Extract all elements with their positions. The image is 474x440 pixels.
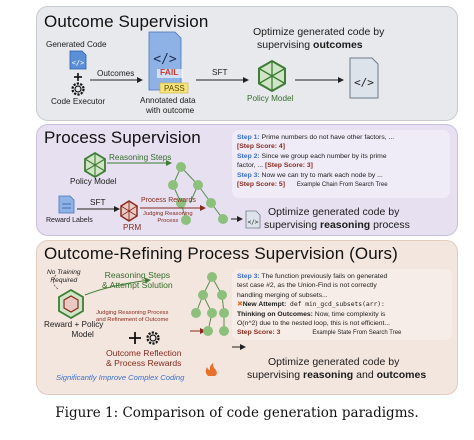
orps-example-box: Step 3: The function previously fails on… — [232, 269, 452, 340]
process-desc-line2: supervising reasoning process — [264, 219, 410, 231]
outcome-title: Outcome Supervision — [44, 12, 209, 31]
gear-icon — [71, 82, 85, 96]
reward-policy-model-icon — [58, 288, 84, 320]
figure-caption: Figure 1: Comparison of code generation … — [55, 405, 419, 421]
annotated-data-label: Annotated data — [140, 96, 196, 105]
code-executor-label: Code Executor — [51, 97, 106, 106]
process-policy-model-label: Policy Model — [70, 177, 117, 186]
policy-model-label: Policy Model — [247, 94, 294, 103]
plus-icon — [74, 73, 82, 81]
outcome-supervision-panel — [36, 6, 458, 121]
prm-icon — [120, 200, 138, 222]
fail-label: FAIL — [160, 67, 179, 77]
outcomes-label: Outcomes — [97, 69, 135, 78]
reward-labels-label: Reward Labels — [46, 217, 93, 224]
sft-label: SFT — [212, 68, 228, 77]
orps-gear-icon — [146, 331, 160, 345]
process-example-box: Step 1: Prime numbers do not have other … — [232, 130, 450, 198]
policy-model-icon — [258, 59, 286, 93]
process-policy-model-icon — [84, 151, 106, 179]
process-output-code-icon: </> — [245, 210, 261, 229]
orps-search-tree — [195, 276, 225, 332]
code-file-icon: </> — [69, 50, 87, 70]
reasoning-steps-label: Reasoning Steps — [109, 153, 172, 162]
generated-code-label: Generated Code — [46, 40, 107, 49]
improve-label: Significantly Improve Complex Coding — [56, 373, 185, 382]
output-code-file-icon: </> — [349, 57, 379, 99]
svg-text:</>: </> — [72, 59, 85, 67]
orps-steps-arrow — [84, 277, 151, 296]
fire-icon — [205, 363, 217, 376]
orps-plus-icon — [129, 332, 141, 344]
svg-text:</>: </> — [153, 52, 177, 67]
orps-steps-label: Reasoning Steps& Attempt Solution — [102, 270, 173, 290]
pass-label: PASS — [164, 84, 185, 93]
orps-tree-nodes — [191, 272, 229, 336]
process-tree-nodes — [168, 162, 228, 225]
process-desc-line1: Optimize generated code by — [268, 206, 400, 218]
svg-text:</>: </> — [248, 219, 259, 226]
process-rewards-label: Process Rewards — [141, 197, 196, 204]
prm-label: PRM — [123, 223, 142, 232]
orps-title: Outcome-Refining Process Supervision (Ou… — [44, 244, 398, 263]
process-sft-label: SFT — [90, 198, 106, 207]
orps-reflection-label: Outcome Reflection& Process Rewards — [106, 348, 182, 368]
svg-text:</>: </> — [354, 76, 374, 89]
outcome-desc-line2: supervising outcomes — [257, 39, 363, 51]
annotated-data-icon: </> — [148, 31, 189, 94]
orps-desc-line2: supervising reasoning and outcomes — [247, 369, 427, 381]
outcome-desc-line1: Optimize generated code by — [253, 26, 385, 38]
with-outcome-label: with outcome — [146, 106, 195, 115]
orps-desc-line1: Optimize generated code by — [268, 356, 400, 368]
process-title: Process Supervision — [44, 128, 201, 147]
reward-labels-icon — [58, 195, 75, 214]
